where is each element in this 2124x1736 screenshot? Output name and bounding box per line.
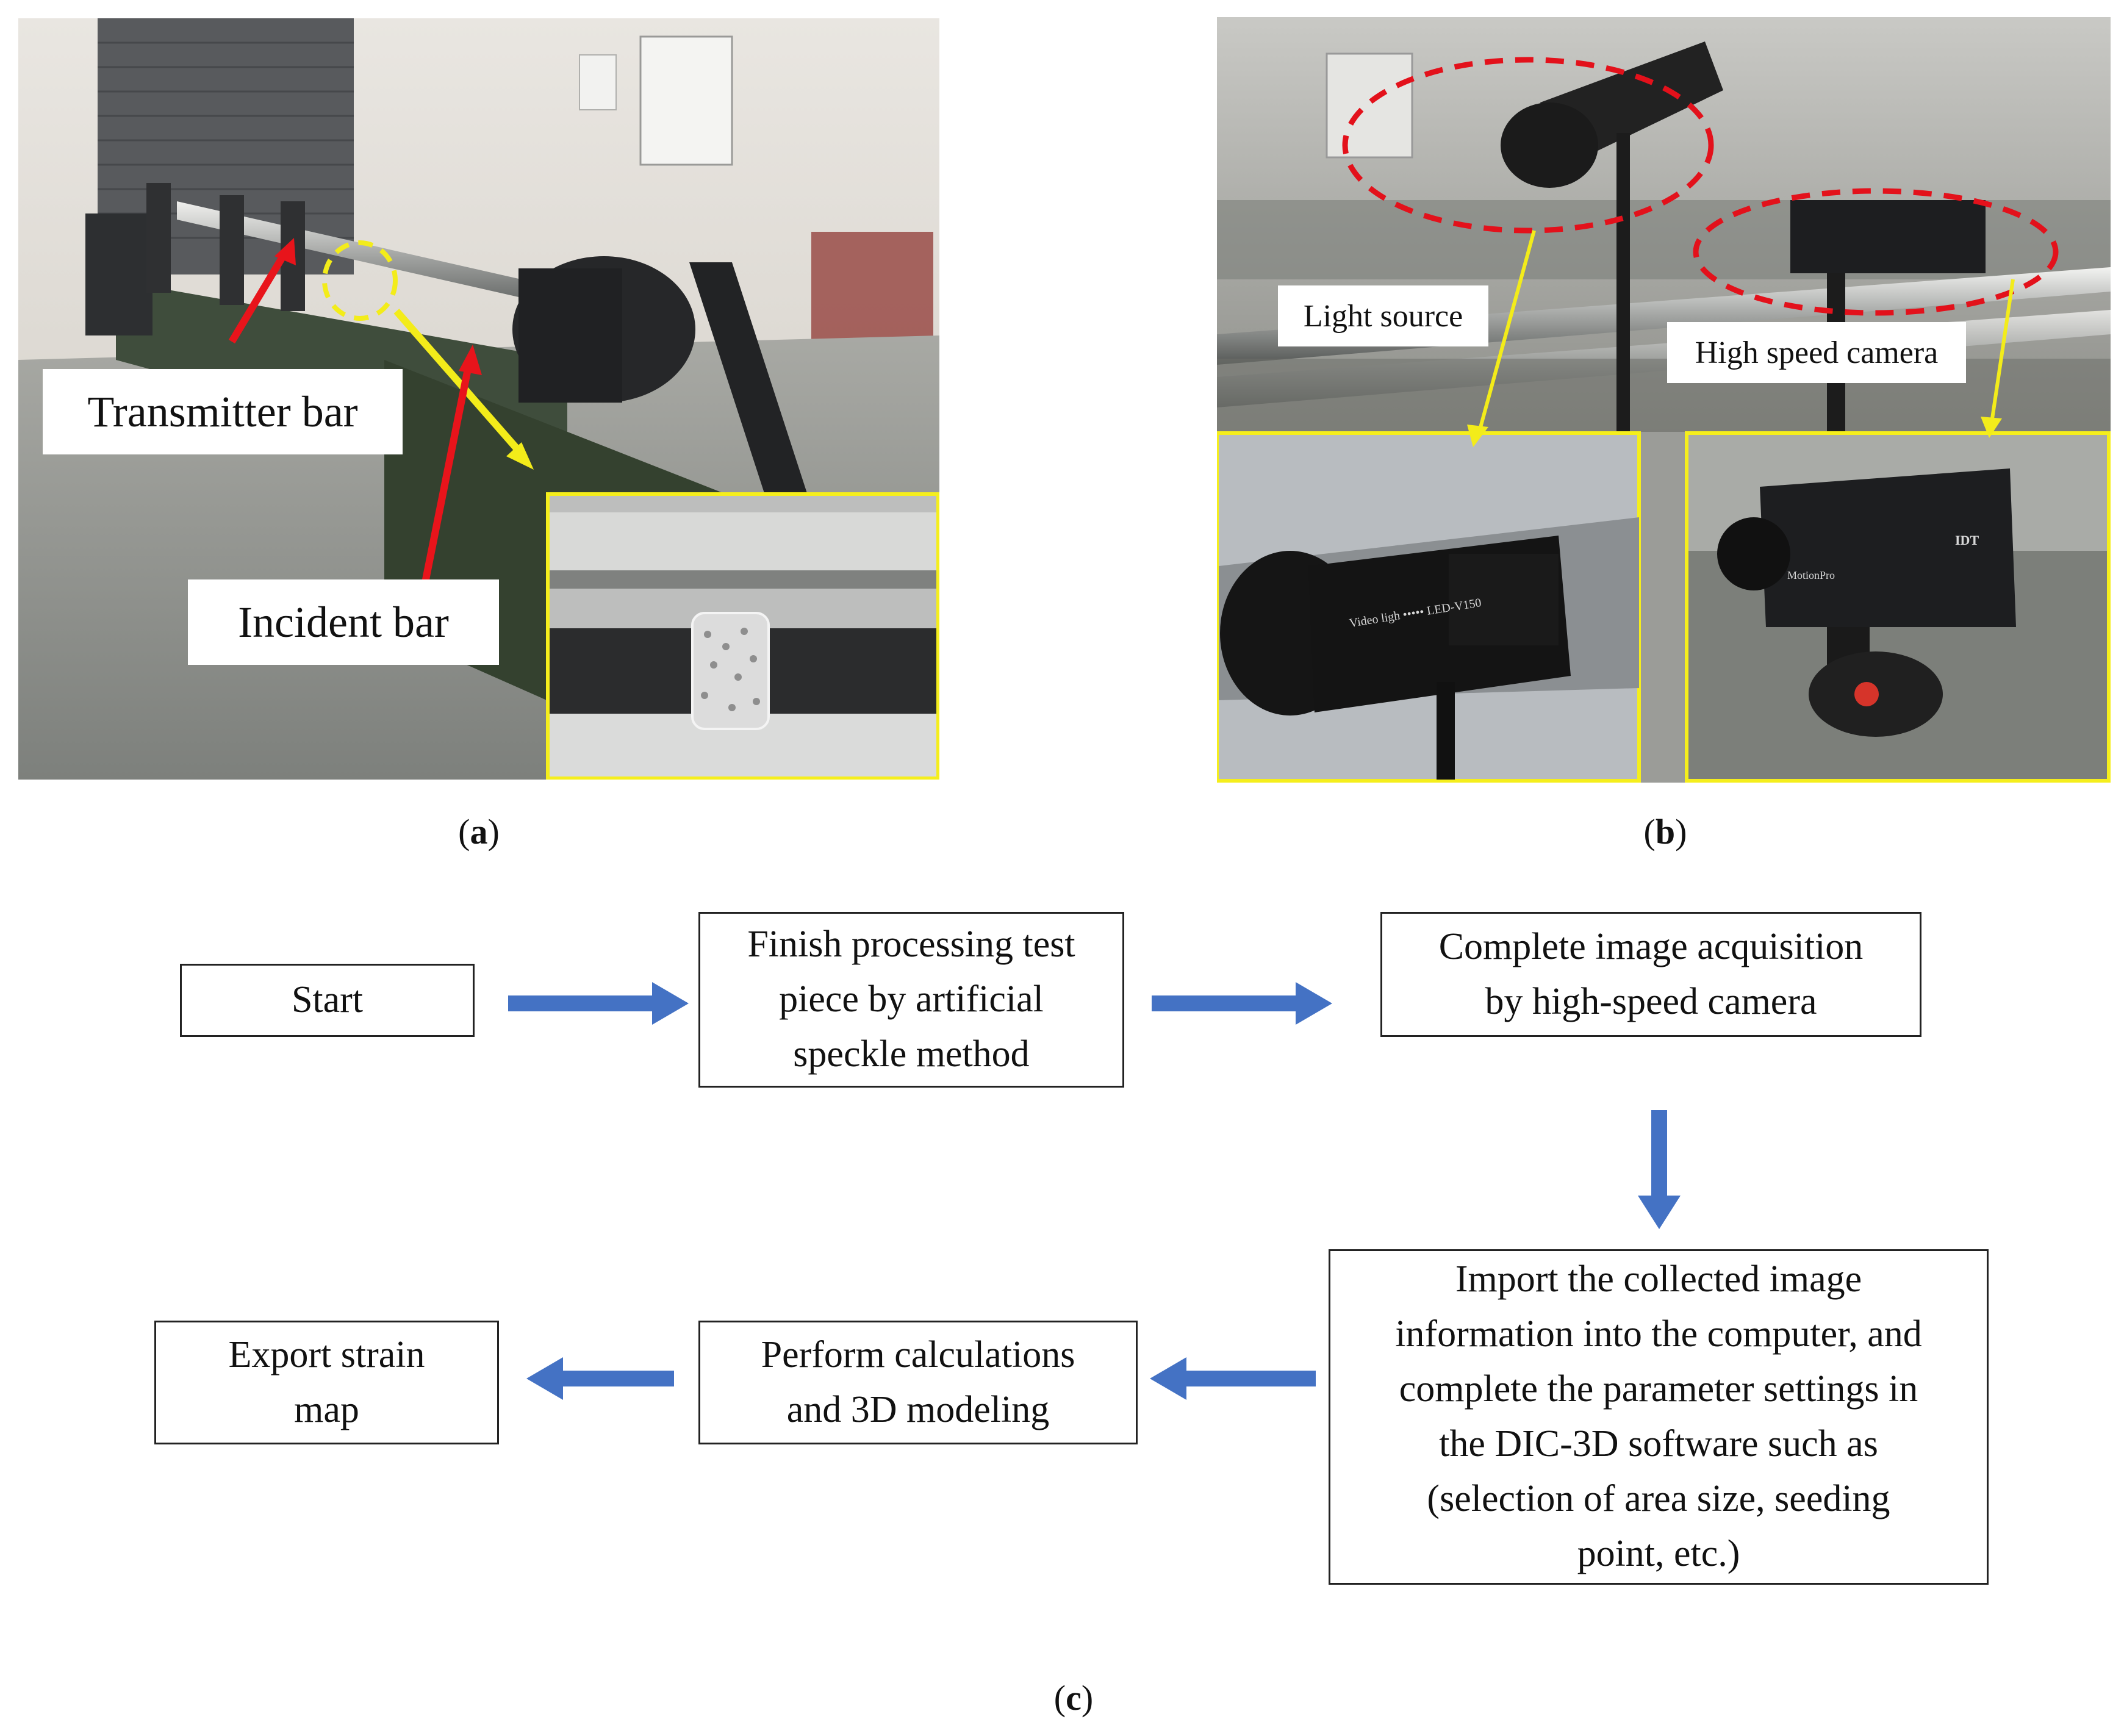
photo-split-hopkinson-bar: Transmitter bar Incident bar [18,18,939,780]
label-light-source: Light source [1278,285,1488,346]
label-transmitter-bar: Transmitter bar [43,369,403,454]
camera-brand-text: MotionPro [1787,569,1835,581]
label-incident-bar: Incident bar [188,579,499,665]
flow-box-perform-calculations: Perform calculations and 3D modeling [698,1321,1138,1444]
flow-box-finish-processing: Finish processing test piece by artifici… [698,912,1124,1088]
arrow-left-1 [1150,1357,1316,1400]
flow-box-image-acquisition: Complete image acquisition by high-speed… [1380,912,1921,1037]
flow-box-export-strain-map-text: Export strain map [228,1333,425,1430]
flow-box-perform-calculations-text: Perform calculations and 3D modeling [761,1333,1075,1430]
arrow-left-2 [526,1357,674,1400]
caption-a: (a) [458,812,500,852]
flow-box-image-acquisition-text: Complete image acquisition by high-speed… [1438,925,1864,1022]
flow-box-start-text: Start [291,979,364,1021]
arrow-down [1638,1110,1681,1229]
caption-c: (c) [1053,1678,1094,1718]
flow-box-finish-processing-text: Finish processing test piece by artifici… [747,924,1075,1075]
caption-b: (b) [1643,812,1687,852]
flow-box-export-strain-map: Export strain map [154,1321,499,1444]
arrow-right-1 [508,982,689,1025]
flow-box-import-images: Import the collected image information i… [1329,1249,1989,1585]
camera-logo-text: IDT [1955,533,1979,548]
flow-box-import-images-text: Import the collected image information i… [1395,1258,1922,1574]
photo-camera-setup: Light source High speed camera Video lig… [1217,17,2111,783]
arrow-right-2 [1152,982,1332,1025]
label-high-speed-camera: High speed camera [1667,322,1966,383]
flow-box-start: Start [180,964,475,1037]
